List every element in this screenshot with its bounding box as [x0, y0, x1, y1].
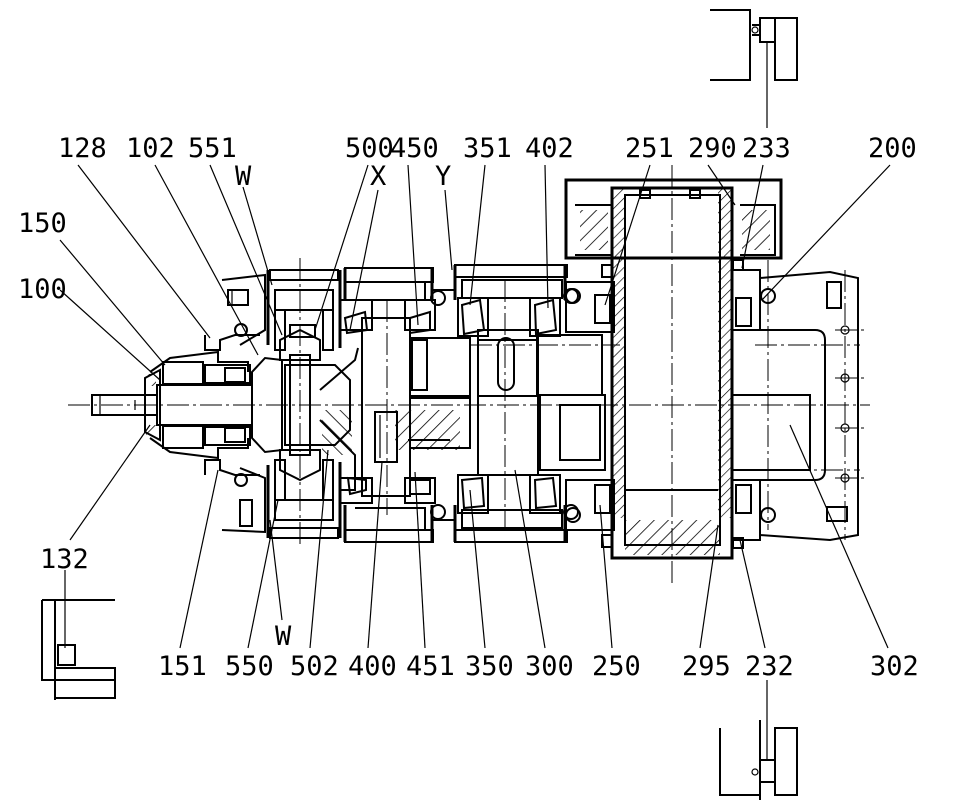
- label-233: 233: [742, 133, 791, 164]
- third-stage-housing: [453, 264, 606, 543]
- label-295: 295: [682, 651, 731, 682]
- leader-lines: [59, 164, 891, 649]
- label-551: 551: [188, 133, 237, 164]
- label-250: 250: [592, 651, 641, 682]
- detail-view-bottom-left: [41, 570, 116, 700]
- label-402: 402: [525, 133, 574, 164]
- input-shaft-assembly: [91, 273, 283, 534]
- detail-view-bottom-right: [719, 680, 798, 800]
- label-300: 300: [525, 651, 574, 682]
- detail-view-top-right: [710, 9, 798, 128]
- section-mark-y: Y: [435, 161, 451, 192]
- label-102: 102: [126, 133, 175, 164]
- label-450: 450: [390, 133, 439, 164]
- label-290: 290: [688, 133, 737, 164]
- label-451: 451: [406, 651, 455, 682]
- label-251: 251: [625, 133, 674, 164]
- label-350: 350: [465, 651, 514, 682]
- label-500: 500: [345, 133, 394, 164]
- label-200: 200: [868, 133, 917, 164]
- label-100: 100: [18, 274, 67, 305]
- label-502: 502: [290, 651, 339, 682]
- label-550: 550: [225, 651, 274, 682]
- section-mark-x: X: [370, 161, 386, 192]
- section-mark-w-bottom: W: [275, 621, 292, 652]
- section-mark-w-top: W: [235, 161, 252, 192]
- label-232: 232: [745, 651, 794, 682]
- label-132: 132: [40, 544, 89, 575]
- label-400: 400: [348, 651, 397, 682]
- label-351: 351: [463, 133, 512, 164]
- label-150: 150: [18, 208, 67, 239]
- section-marks: W X Y W: [235, 161, 451, 652]
- label-151: 151: [158, 651, 207, 682]
- output-section: [564, 178, 865, 560]
- label-302: 302: [870, 651, 919, 682]
- label-128: 128: [58, 133, 107, 164]
- part-labels: 128 102 551 500 450 351 402 251 290 233 …: [18, 133, 919, 682]
